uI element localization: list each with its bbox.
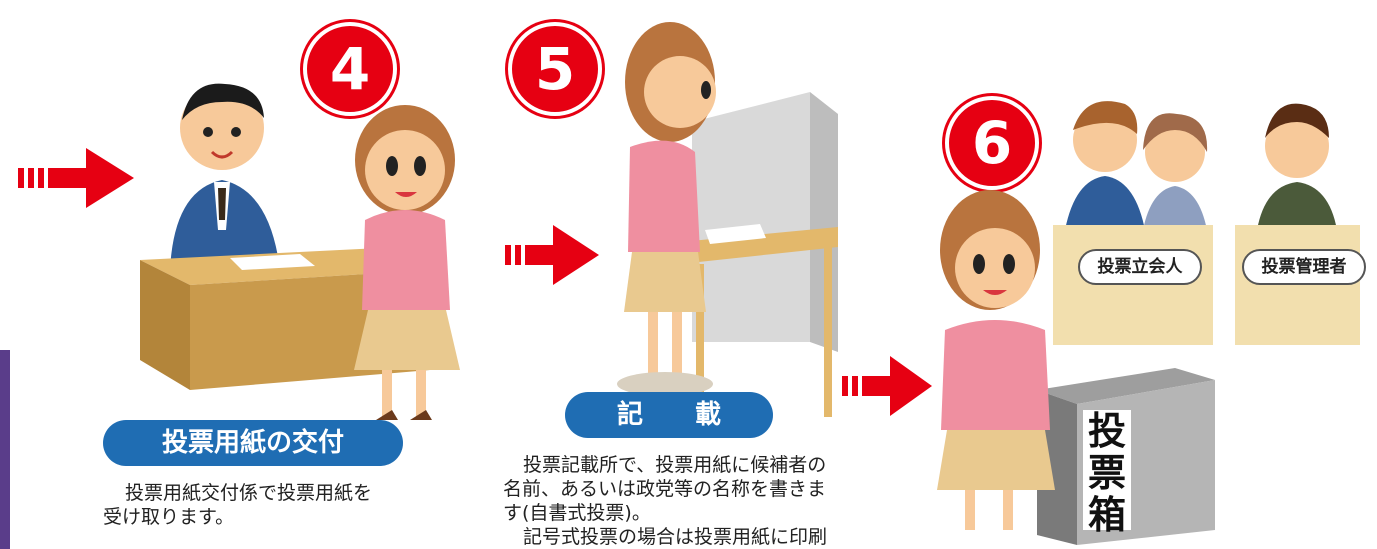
step-5-badge: 5 [508,22,602,116]
witness-label: 投票立会人 [1078,249,1202,285]
ballot-box-label-char: 箱 [1087,493,1126,537]
ballot-box-label: 投 票 箱 [1083,410,1131,536]
ballot-box-label-char: 投 [1087,409,1126,453]
step-4-title: 投票用紙の交付 [103,420,403,466]
step-5-desc-line-4: 記号式投票の場合は投票用紙に印刷 [523,526,828,548]
step-6-badge: 6 [945,96,1039,190]
step-4-desc-line-1: 投票用紙交付係で投票用紙を [125,482,373,504]
step-5-desc-line-1: 投票記載所で、投票用紙に候補者の [523,454,827,476]
arrow-right-icon [18,148,134,208]
step-5-title: 記 載 [565,392,773,438]
step-4-desc-line-2: 受け取ります。 [103,506,235,528]
arrow-right-icon [842,356,932,416]
step-4-badge: 4 [303,22,397,116]
step-5-desc-line-2: 名前、あるいは政党等の名称を書きま [503,478,827,500]
arrow-right-icon [505,225,599,285]
ballot-box-scene-illustration [937,101,1360,545]
left-edge-bar [0,350,10,549]
booth-scene-illustration [617,22,838,417]
step-5-desc-line-3: す(自書式投票)。 [503,502,651,524]
desk-scene-illustration [140,83,460,420]
manager-label: 投票管理者 [1242,249,1366,285]
ballot-box-label-char: 票 [1087,451,1126,495]
